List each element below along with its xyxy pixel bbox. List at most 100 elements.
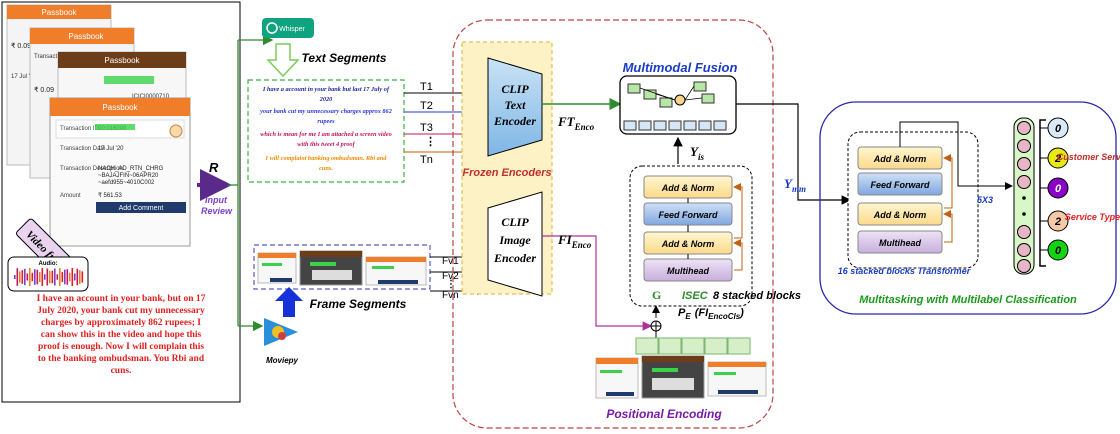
svg-text:R: R xyxy=(209,160,219,175)
pe-token xyxy=(635,337,659,355)
waveform-bar xyxy=(69,272,71,282)
waveform-bar xyxy=(41,268,44,286)
svg-text:Transaction Description: Transaction Description xyxy=(60,166,123,172)
waveform-bar xyxy=(64,269,66,285)
output-value: 0 xyxy=(1055,123,1062,135)
y-mm-label: Ymm xyxy=(784,176,806,194)
svg-text:₹ 0.09: ₹ 0.09 xyxy=(11,42,31,50)
audio-waveform-box: Audio: xyxy=(7,256,89,292)
svg-text:Audio:: Audio: xyxy=(39,261,58,267)
svg-text:₹ 561.53: ₹ 561.53 xyxy=(98,192,122,199)
pe-token xyxy=(658,337,682,355)
multimodal-fusion-title: Multimodal Fusion xyxy=(623,60,738,75)
y-mm-arrow xyxy=(736,103,852,205)
waveform-bar xyxy=(26,273,29,281)
waveform-bar xyxy=(74,273,76,281)
svg-text:Frozen Encoders: Frozen Encoders xyxy=(462,167,551,179)
svg-text:Input: Input xyxy=(205,195,228,205)
fusion-token xyxy=(683,120,697,131)
svg-text:Fv1: Fv1 xyxy=(442,256,459,267)
fusion-token xyxy=(638,120,652,131)
waveform-bar xyxy=(76,268,79,286)
svg-text:T2: T2 xyxy=(420,100,433,112)
svg-text:Transaction Date: Transaction Date xyxy=(60,146,106,152)
y-is-label: Yis xyxy=(690,144,704,162)
waveform-bar xyxy=(39,272,41,282)
text-segment-line: rupees xyxy=(317,118,335,125)
svg-text:⋮: ⋮ xyxy=(425,136,436,148)
svg-text:₹ 0.09: ₹ 0.09 xyxy=(34,86,54,94)
ellipsis-dot xyxy=(1022,212,1026,216)
waveform-bar xyxy=(29,268,31,286)
input-review: R Input Review xyxy=(197,160,233,216)
text-segment-line: 2020 xyxy=(319,96,333,103)
transformer-stack: Add & Norm Feed Forward Add & Norm Multi… xyxy=(847,121,1013,269)
output-neuron xyxy=(1017,139,1031,153)
isec-label: ISEC xyxy=(682,290,709,302)
output-value: 0 xyxy=(1055,183,1062,195)
isec-description: 8 stacked blocks xyxy=(713,290,801,302)
output-neuron xyxy=(1017,243,1031,257)
svg-text:CLIP: CLIP xyxy=(501,82,529,96)
service-types-label: Service Types xyxy=(1065,212,1120,222)
svg-text:Feed Forward: Feed Forward xyxy=(658,210,718,220)
svg-text:Whisper: Whisper xyxy=(279,26,305,33)
frame-segments-box xyxy=(253,244,431,290)
pe-formula: PE(FIEncoCls) xyxy=(678,307,744,321)
svg-text:Multihead: Multihead xyxy=(879,238,922,248)
fusion-token xyxy=(713,120,727,131)
svg-text:CLIP: CLIP xyxy=(501,215,529,229)
positional-encoding-frames xyxy=(595,355,767,399)
waveform-bar xyxy=(44,274,46,280)
waveform-bar xyxy=(31,272,34,282)
output-value: 2 xyxy=(1054,153,1061,165)
output-value: 2 xyxy=(1054,216,1061,228)
waveform-bar xyxy=(79,270,81,284)
core-region xyxy=(452,19,774,429)
svg-text:NACH_AD_RTN_CHRG: NACH_AD_RTN_CHRG xyxy=(98,166,164,172)
fusion-token xyxy=(668,120,682,131)
svg-text:to the banking ombudsman. You: to the banking ombudsman. You Rbi and xyxy=(38,354,205,364)
pe-token xyxy=(704,337,728,355)
output-value-circle xyxy=(1047,147,1069,169)
waveform-bar xyxy=(34,269,36,285)
waveform-bar xyxy=(36,269,39,285)
output-value-circle xyxy=(1047,210,1069,232)
svg-text:Add & Norm: Add & Norm xyxy=(661,183,715,193)
text-segment-line: cuns. xyxy=(319,165,333,172)
ft-enco-output: FTEnco xyxy=(542,98,622,132)
video-frames-panel: Passbook ₹ 0.09 17 Jul '20 Passbook Tran… xyxy=(1,1,241,403)
output-neuron xyxy=(1017,225,1031,239)
clip-image-encoder: CLIP Image Encoder xyxy=(487,191,543,297)
svg-text:charges by approximately 862 r: charges by approximately 862 rupees; I xyxy=(41,318,201,328)
svg-text:Amount: Amount xyxy=(60,193,81,199)
isec-stack: Add & Norm Feed Forward Add & Norm Multi… xyxy=(629,165,753,307)
svg-text:Passbook: Passbook xyxy=(68,32,104,41)
output-value-circle xyxy=(1047,239,1069,261)
pe-token xyxy=(727,337,751,355)
svg-text:T3: T3 xyxy=(420,122,433,134)
text-segment-line: which is mean for me I am attached a scr… xyxy=(260,131,392,138)
waveform-bar xyxy=(19,271,21,283)
svg-text:Tn: Tn xyxy=(420,154,433,166)
waveform-bar xyxy=(54,268,56,286)
moviepy-up-arrow xyxy=(275,287,303,317)
text-segment-line: your bank cut my unnecessary charges app… xyxy=(259,108,392,115)
svg-text:Fvn: Fvn xyxy=(442,290,459,301)
svg-text:~BAJAJFIN~06APR20: ~BAJAJFIN~06APR20 xyxy=(98,173,159,179)
input-splitter xyxy=(228,34,274,332)
svg-text:cuns.: cuns. xyxy=(111,366,132,376)
svg-text:Fv2: Fv2 xyxy=(442,271,459,282)
output-neuron xyxy=(1017,121,1031,135)
svg-text:17 Jul '20: 17 Jul '20 xyxy=(11,74,37,80)
waveform-bar xyxy=(71,268,74,286)
stack-label: 16 stacked blocks Transformer xyxy=(838,266,971,276)
svg-text:Add & Norm: Add & Norm xyxy=(873,154,927,164)
waveform-bar xyxy=(21,270,24,284)
customer-service-label: Customer Service xyxy=(1057,152,1120,162)
svg-text:Encoder: Encoder xyxy=(493,114,536,128)
waveform-bar xyxy=(14,275,16,279)
svg-text:Passbook: Passbook xyxy=(102,103,138,112)
add-comment-button: Add Comment xyxy=(119,205,164,212)
